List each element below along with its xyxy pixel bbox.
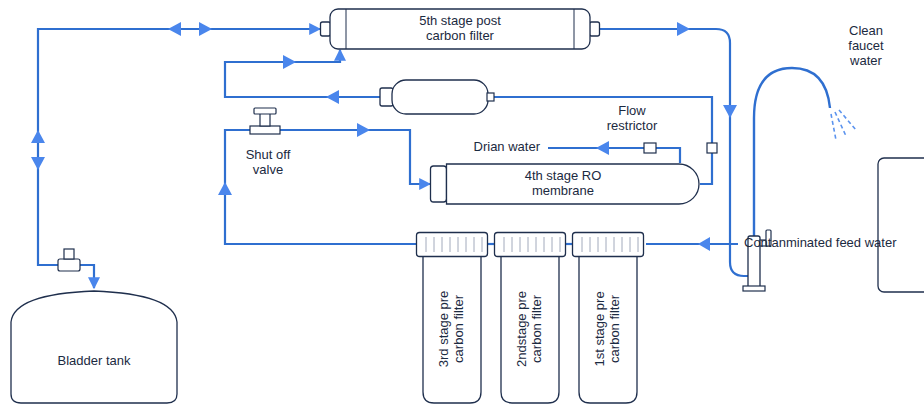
feed-label: Contanminated feed water xyxy=(744,236,920,251)
pre-filter: 2ndstage pre carbon filter xyxy=(494,232,566,404)
filter-outline xyxy=(330,9,590,49)
valve-body xyxy=(250,126,280,134)
flow-arrow xyxy=(698,237,710,251)
cap-rib xyxy=(614,237,615,252)
drain-label: Drian water xyxy=(462,140,540,155)
cap-rib xyxy=(450,237,451,252)
bladder-tank: Bladder tank xyxy=(10,288,178,404)
water-spray xyxy=(831,110,856,140)
cap-rib xyxy=(458,237,459,252)
flow-arrows xyxy=(31,22,737,251)
cap-rib xyxy=(504,237,505,252)
water-pipe xyxy=(38,29,320,288)
cap-rib xyxy=(474,237,475,252)
cap-rib xyxy=(536,237,537,252)
valve-stem xyxy=(260,113,270,126)
restrictor-label: Flow restrictor xyxy=(599,104,665,134)
inline-filter-nub xyxy=(487,93,494,101)
cap-rib xyxy=(630,237,631,252)
flow-arrow xyxy=(596,141,609,155)
water-pipe xyxy=(488,243,494,245)
pipe-fitting xyxy=(707,143,717,153)
faucet-label: Clean faucet water xyxy=(839,24,893,69)
node-outline xyxy=(10,288,178,404)
cap-rib xyxy=(598,237,599,252)
cap-rib xyxy=(426,237,427,252)
cap-rib xyxy=(434,237,435,252)
cap-rib xyxy=(638,237,639,252)
membrane-outline xyxy=(447,164,700,204)
cap-rib xyxy=(560,237,561,252)
cap-rib xyxy=(520,237,521,252)
faucet-pipe xyxy=(600,29,748,276)
tank-valve-handle xyxy=(64,249,74,259)
cap-rib xyxy=(552,237,553,252)
filter-label: 2ndstage pre carbon filter xyxy=(515,274,545,384)
flow-arrow xyxy=(199,22,212,36)
filter-cap xyxy=(495,233,566,257)
inline-filter xyxy=(392,80,488,114)
post-filter: 5th stage post carbon filter xyxy=(320,8,600,50)
flow-arrow xyxy=(218,182,232,195)
tank-label: Bladder tank xyxy=(19,354,169,369)
filter-label: 5th stage post carbon filter xyxy=(404,14,516,44)
cap-rib xyxy=(582,237,583,252)
flow-arrow xyxy=(677,22,690,36)
filter-label: 1st stage pre carbon filter xyxy=(593,274,623,384)
cap-rib xyxy=(512,237,513,252)
cap-rib xyxy=(590,237,591,252)
cap-rib xyxy=(442,237,443,252)
filter-nub xyxy=(321,22,331,36)
cap-rib xyxy=(622,237,623,252)
flow-arrow xyxy=(283,55,296,69)
filter-housing xyxy=(501,256,559,403)
glass xyxy=(878,158,924,292)
drain-pipe xyxy=(548,148,680,163)
pre-filter: 3rd stage pre carbon filter xyxy=(416,232,488,404)
tank-outline xyxy=(11,291,177,403)
filter-housing xyxy=(423,256,481,403)
water-pipe xyxy=(225,130,430,244)
filter-label: 3rd stage pre carbon filter xyxy=(437,274,467,384)
flow-arrow xyxy=(326,90,339,104)
feed-pipe xyxy=(646,243,738,245)
cap-rib xyxy=(466,237,467,252)
faucet-base xyxy=(743,286,765,291)
membrane-cap xyxy=(431,166,447,202)
valve-handle xyxy=(254,108,276,114)
filter-seam xyxy=(574,9,575,49)
filter-cap xyxy=(573,233,644,257)
cap-rib xyxy=(528,237,529,252)
inline-filter-cap xyxy=(380,88,393,106)
faucet-gooseneck xyxy=(754,68,830,236)
flow-restrictor xyxy=(644,143,656,153)
flow-arrow xyxy=(723,105,737,118)
water-pipe xyxy=(566,243,572,245)
flow-arrow xyxy=(31,130,45,143)
filter-seam xyxy=(346,9,347,49)
filter-nub xyxy=(590,22,600,36)
pre-filter: 1st stage pre carbon filter xyxy=(572,232,644,404)
cap-rib xyxy=(482,237,483,252)
flow-arrow xyxy=(357,123,370,137)
filter-cap xyxy=(417,233,488,257)
flow-arrow xyxy=(168,22,181,36)
membrane-label: 4th stage RO membrane xyxy=(513,169,613,199)
flow-arrow xyxy=(31,157,45,170)
tank-valve xyxy=(58,259,80,271)
cap-rib xyxy=(544,237,545,252)
filter-housing xyxy=(579,256,637,403)
cap-rib xyxy=(606,237,607,252)
ro-membrane: 4th stage RO membrane xyxy=(430,163,700,205)
valve-label: Shut off valve xyxy=(237,148,299,178)
